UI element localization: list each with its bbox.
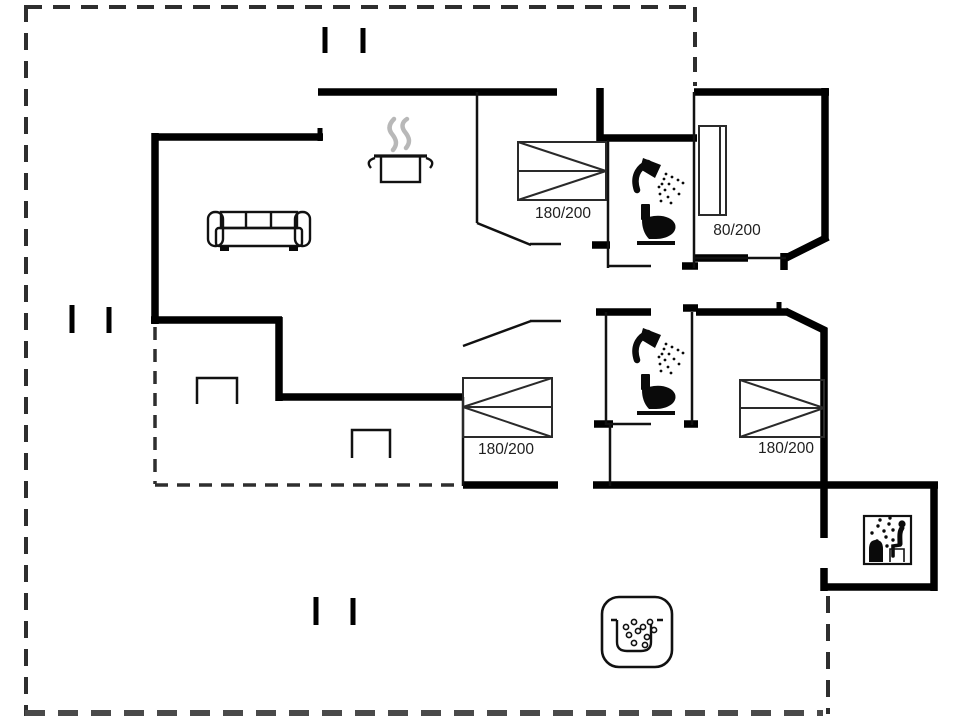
bed-size-label: 180/200 [478,441,534,458]
walls-thin [461,92,786,486]
bed-diagonal [462,377,553,408]
sofa-foot [289,246,298,251]
bed-size-label: 80/200 [713,222,761,239]
steam-icon [400,116,412,151]
steam-icon [387,116,399,153]
bed-diagonal [462,406,553,438]
shower-spray [657,172,685,205]
wall-segment [784,233,830,262]
toilet-base [637,241,675,245]
bracket-mark [195,376,239,404]
wall-segment [476,221,532,247]
person-legs [891,543,902,558]
toilet-icon [637,204,676,245]
sofa-back [219,210,299,230]
shower-spray [657,342,685,375]
toilet-bowl [642,385,676,409]
sofa-icon [206,210,312,251]
walls-thick [151,88,938,591]
sofa-arm-left [206,210,225,248]
hot-tub-basin [611,618,663,653]
bathroom-top [632,158,685,245]
bed-diagonal [739,407,825,438]
hot-tub-bubbles [622,618,658,649]
wall-segment [783,307,828,335]
person-head [898,520,906,528]
plot-boundary [24,5,830,716]
terrace-bracket-marks [195,376,392,458]
double-bed-lower-right: 180/200 [739,379,825,457]
double-bed-top: 180/200 [517,141,607,222]
toilet-tank [641,204,650,220]
person-body [897,525,905,547]
step-marks-icon [69,27,366,625]
bed-outline [698,125,727,216]
pot-handle-left [367,156,376,169]
bed-diagonal [517,141,607,172]
sauna-icon [862,514,913,566]
wall-segment [462,319,532,348]
sofa-foot [220,246,229,251]
shower-icon [632,328,685,375]
sauna-steam-dots [870,516,895,548]
toilet-bowl [642,215,676,239]
toilet-base [637,411,675,415]
toilet-tank [641,374,650,390]
sofa-arm-right [293,210,312,248]
bracket-mark [350,428,392,458]
bed-diagonal [517,170,607,201]
sauna-stove [869,540,883,562]
shower-head [640,158,661,178]
single-bed-top-right: 80/200 [698,125,761,239]
pot-body [379,154,422,184]
shower-icon [632,158,685,205]
bed-size-label: 180/200 [535,205,591,222]
hot-tub-icon [600,595,674,669]
bed-size-label: 180/200 [758,440,814,457]
bathroom-bottom [632,328,685,415]
toilet-icon [637,374,676,415]
pot-handle-right [425,156,434,169]
sofa-seat [214,226,304,248]
bed-diagonal [739,379,825,409]
sauna-bench [889,548,905,562]
double-bed-lower-left: 180/200 [462,377,553,458]
sauna-person [889,520,906,562]
cooking-pot-icon [367,116,434,184]
shower-head [640,328,661,348]
